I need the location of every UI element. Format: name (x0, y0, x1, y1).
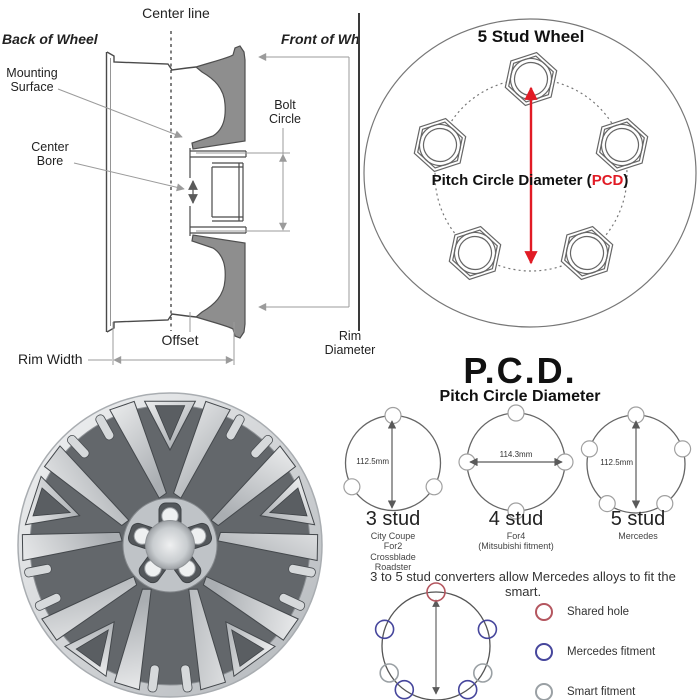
five-stud-wheel-diagram: 5 Stud Wheel Pitch Circle Diameter (PCD) (363, 18, 697, 328)
spoke (41, 575, 152, 691)
stud-nut (413, 117, 467, 173)
front-of-wheel-label: Front of Wh (281, 31, 360, 47)
wheel-face-section (191, 45, 246, 339)
four-stud-fitments: For4 (Mitsubishi fitment) (478, 531, 554, 552)
mercedes-hole (477, 619, 498, 640)
section-divider (358, 13, 360, 331)
five-stud-title: 5 Stud Wheel (478, 27, 585, 46)
legend-label: Smart fitment (567, 686, 636, 698)
spoke (210, 445, 319, 562)
mercedes-hole (457, 679, 478, 700)
five-stud-measurement: 112.5mm (600, 458, 633, 467)
bolt-circle-label: Bolt Circle (269, 98, 301, 127)
smart-fitment-icon (535, 683, 553, 700)
spokes (21, 400, 319, 691)
smart-hole (379, 663, 400, 683)
smart-hole (473, 663, 493, 683)
stud-nuts (413, 51, 649, 281)
stud-nut (595, 117, 649, 173)
stud-nut (560, 225, 614, 281)
converter-diagram (374, 582, 498, 700)
offset-label: Offset (161, 332, 199, 348)
pcd-label: Pitch Circle Diameter (PCD) (432, 172, 629, 189)
five-stud-label: 5 stud (610, 508, 666, 530)
mercedes-hole (394, 679, 415, 700)
legend-item-smart: Smart fitment (534, 682, 655, 700)
spoke (109, 400, 231, 499)
mounting-surface-label: Mounting Surface (6, 66, 58, 95)
center-bore-label: Center Bore (31, 140, 69, 169)
five-stud-fitments: Mercedes (618, 531, 658, 541)
five-stud-pcd-diagram: 112.5mm (580, 406, 692, 514)
mounting-surface-leader (57, 88, 183, 139)
mercedes-hole (374, 619, 395, 640)
legend-label: Shared hole (567, 606, 630, 618)
pitch-circle-dotted (434, 78, 628, 272)
measurement-lines (57, 53, 350, 365)
spoke (188, 575, 299, 691)
legend-item-mercedes: Mercedes fitment (534, 642, 655, 662)
rim-vent-slots (24, 414, 316, 693)
back-of-wheel-label: Back of Wheel (2, 31, 98, 47)
four-stud-diagram: 114.3mm (458, 404, 574, 520)
four-stud-measurement: 114.3mm (500, 450, 533, 459)
mercedes-fitment-icon (535, 643, 553, 661)
center-line-label: Center line (142, 5, 210, 21)
fitment-legend: Shared hole Mercedes fitment Smart fitme… (534, 602, 655, 700)
pcd-diagrams: 112.5mm 114.3mm 112.5mm (343, 404, 692, 700)
shared-hole-icon (535, 603, 553, 621)
rim-diameter-label: Rim Diameter (324, 329, 376, 358)
pcd-subtitle: Pitch Circle Diameter (439, 388, 601, 405)
three-stud-diagram: 112.5mm (343, 406, 443, 512)
center-bore-leader (73, 162, 185, 192)
spoke (21, 445, 130, 562)
stud-nut (448, 225, 502, 281)
three-stud-measurement: 112.5mm (356, 457, 389, 466)
pcd-title: P.C.D. (463, 350, 577, 391)
center-cap (145, 520, 195, 570)
four-stud-label: 4 stud (488, 508, 544, 530)
rim-barrel (105, 51, 197, 333)
hub-section (189, 148, 247, 236)
legend-label: Mercedes fitment (567, 646, 656, 658)
three-stud-fitments: City Coupe For2 Crossblade Roadster (370, 531, 416, 573)
cross-section-diagram (57, 31, 350, 365)
alloy-wheel-image (17, 392, 323, 698)
rim-width-label: Rim Width (18, 351, 83, 367)
three-stud-label: 3 stud (365, 508, 421, 530)
legend-item-shared: Shared hole (534, 602, 655, 622)
shared-hole (426, 582, 446, 602)
converter-note: 3 to 5 stud converters allow Mercedes al… (370, 569, 676, 599)
